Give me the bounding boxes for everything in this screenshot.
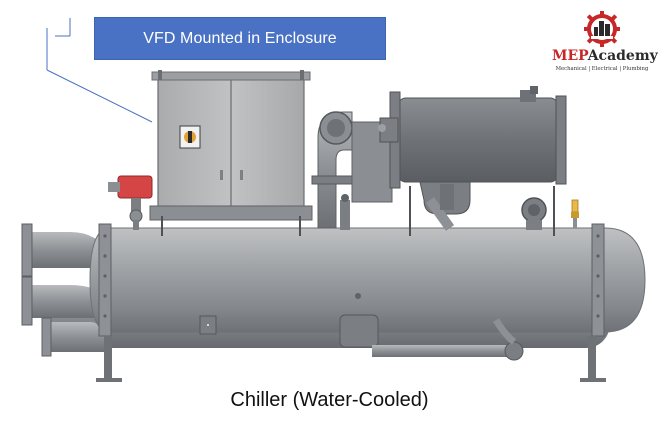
yellow-fitting <box>571 199 579 228</box>
gear-building-icon <box>584 11 620 47</box>
logo-mep: MEP <box>552 48 588 64</box>
support-feet <box>96 336 606 382</box>
diagram-caption: Chiller (Water-Cooled) <box>230 389 429 411</box>
lower-piping <box>199 314 524 361</box>
red-valve <box>108 175 153 230</box>
support-rods <box>161 186 555 236</box>
callout-label-text: VFD Mounted in Enclosure <box>143 29 337 47</box>
logo-academy: Academy <box>587 48 658 64</box>
logo-wordmark: MEPAcademy <box>552 48 658 64</box>
compressor-motor <box>378 86 567 231</box>
discharge-elbow <box>311 111 393 230</box>
vfd-enclosure <box>149 70 313 221</box>
mep-academy-logo: MEPAcademy Mechanical | Electrical | Plu… <box>552 8 658 78</box>
callout-label-box: VFD Mounted in Enclosure <box>94 17 386 60</box>
logo-tagline: Mechanical | Electrical | Plumbing <box>555 66 649 72</box>
callout-leader-lines <box>46 18 153 123</box>
